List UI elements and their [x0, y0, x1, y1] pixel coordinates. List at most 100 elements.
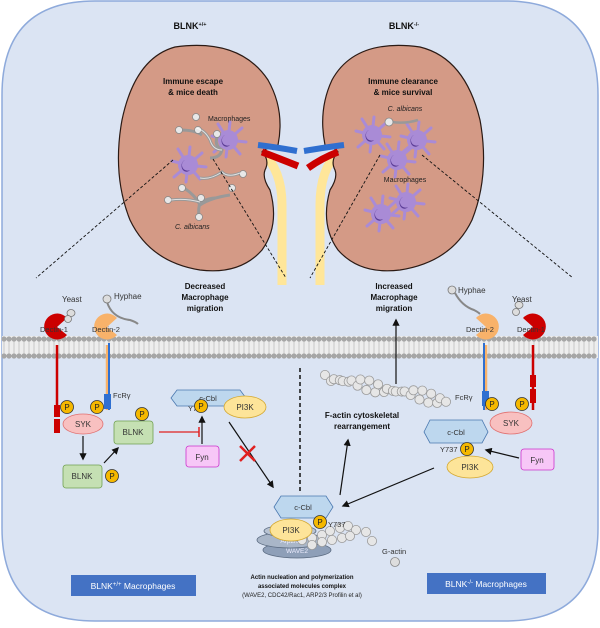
- lipid-head: [41, 336, 47, 342]
- lipid-head: [311, 353, 317, 359]
- f-actin-filament: [319, 369, 451, 408]
- lipid-head: [231, 353, 237, 359]
- lipid-head: [66, 353, 72, 359]
- lipid-head: [151, 353, 157, 359]
- lipid-head: [126, 353, 132, 359]
- lipid-head: [361, 336, 367, 342]
- right-pi3k-node: [446, 455, 494, 479]
- lipid-head: [471, 336, 477, 342]
- svg-text:P: P: [94, 403, 99, 412]
- lipid-head: [271, 353, 277, 359]
- lipid-head: [536, 353, 542, 359]
- lipid-head: [571, 336, 577, 342]
- lipid-head: [471, 353, 477, 359]
- lipid-head: [541, 353, 547, 359]
- lipid-head: [316, 353, 322, 359]
- lipid-head: [26, 336, 32, 342]
- lipid-head: [466, 353, 472, 359]
- lipid-head: [501, 353, 507, 359]
- lipid-head: [206, 353, 212, 359]
- lipid-head: [156, 353, 162, 359]
- lipid-head: [186, 336, 192, 342]
- left-pi3k-label: PI3K: [236, 403, 254, 412]
- lipid-head: [506, 353, 512, 359]
- lipid-head: [211, 353, 217, 359]
- lipid-head: [581, 353, 587, 359]
- right-macrophages-label: Macrophages: [384, 177, 427, 184]
- phosphate-icon: P: [194, 399, 208, 413]
- lipid-head: [351, 336, 357, 342]
- right-fcr-label: FcRγ: [455, 393, 473, 402]
- left-fcr-label: FcRγ: [113, 391, 131, 400]
- lipid-head: [11, 336, 17, 342]
- lipid-head: [541, 336, 547, 342]
- left-yeast-label: Yeast: [62, 295, 83, 304]
- lipid-head: [401, 336, 407, 342]
- lipid-head: [381, 336, 387, 342]
- svg-text:BLNK+/+ Macrophages: BLNK+/+ Macrophages: [91, 581, 176, 591]
- lipid-head: [451, 336, 457, 342]
- right-kidney-caption-1: Immune clearance: [368, 77, 438, 86]
- lipid-head: [61, 353, 67, 359]
- phosphate-icon: P: [485, 397, 499, 411]
- lipid-head: [176, 336, 182, 342]
- lipid-head: [196, 353, 202, 359]
- blocked-x-icon: [239, 445, 256, 462]
- actin-monomer: [316, 537, 327, 548]
- lipid-head: [516, 353, 522, 359]
- phosphate-icon: P: [90, 400, 104, 414]
- lipid-head: [236, 336, 242, 342]
- lipid-head: [346, 336, 352, 342]
- lipid-head: [16, 353, 22, 359]
- left-hyphae-pathogen: [102, 294, 139, 325]
- lipid-head: [586, 353, 592, 359]
- left-syk-node: [62, 413, 104, 435]
- phosphate-icon: P: [105, 469, 119, 483]
- left-kidney: [117, 44, 281, 272]
- left-kidney-caption-2: & mice death: [168, 88, 218, 97]
- left-vein: [257, 142, 298, 154]
- lipid-head: [446, 353, 452, 359]
- lipid-head: [326, 336, 332, 342]
- lipid-head: [256, 336, 262, 342]
- lipid-head: [341, 336, 347, 342]
- left-blnk-label-2: BLNK: [72, 472, 94, 481]
- lipid-head: [421, 353, 427, 359]
- right-syk-node: [489, 411, 533, 435]
- wave2-label: WAVE2: [286, 548, 308, 555]
- lipid-head: [36, 353, 42, 359]
- left-hyphae-label: Hyphae: [114, 292, 142, 301]
- lipid-head: [356, 336, 362, 342]
- lipid-head: [216, 353, 222, 359]
- lipid-head: [566, 336, 572, 342]
- actin-monomer: [440, 396, 451, 407]
- lipid-head: [336, 336, 342, 342]
- right-migration-1: Increased: [375, 282, 412, 291]
- lipid-head: [31, 336, 37, 342]
- lipid-head: [311, 336, 317, 342]
- actin-monomer: [306, 540, 317, 551]
- g-actin-monomer: [390, 557, 400, 567]
- left-syk-label: SYK: [75, 420, 92, 429]
- lipid-head: [441, 336, 447, 342]
- lipid-head: [411, 336, 417, 342]
- actin-monomer: [373, 379, 384, 390]
- left-migration-2: Macrophage: [181, 293, 229, 302]
- lipid-head: [226, 353, 232, 359]
- left-genotype-title: BLNK+/+: [174, 21, 207, 31]
- left-dectin1-receptor: [44, 313, 67, 433]
- right-hyphae-label: Hyphae: [458, 286, 486, 295]
- lipid-head: [501, 336, 507, 342]
- lipid-head: [146, 336, 152, 342]
- pi3k-to-complex-arrow: [341, 467, 435, 508]
- lipid-head: [21, 353, 27, 359]
- lipid-head: [116, 353, 122, 359]
- lipid-head: [166, 336, 172, 342]
- right-pi3k-label: PI3K: [461, 463, 479, 472]
- lipid-head: [321, 336, 327, 342]
- lipid-head: [321, 353, 327, 359]
- lipid-head: [16, 336, 22, 342]
- lipid-head: [356, 353, 362, 359]
- lipid-head: [6, 336, 12, 342]
- lipid-head: [91, 336, 97, 342]
